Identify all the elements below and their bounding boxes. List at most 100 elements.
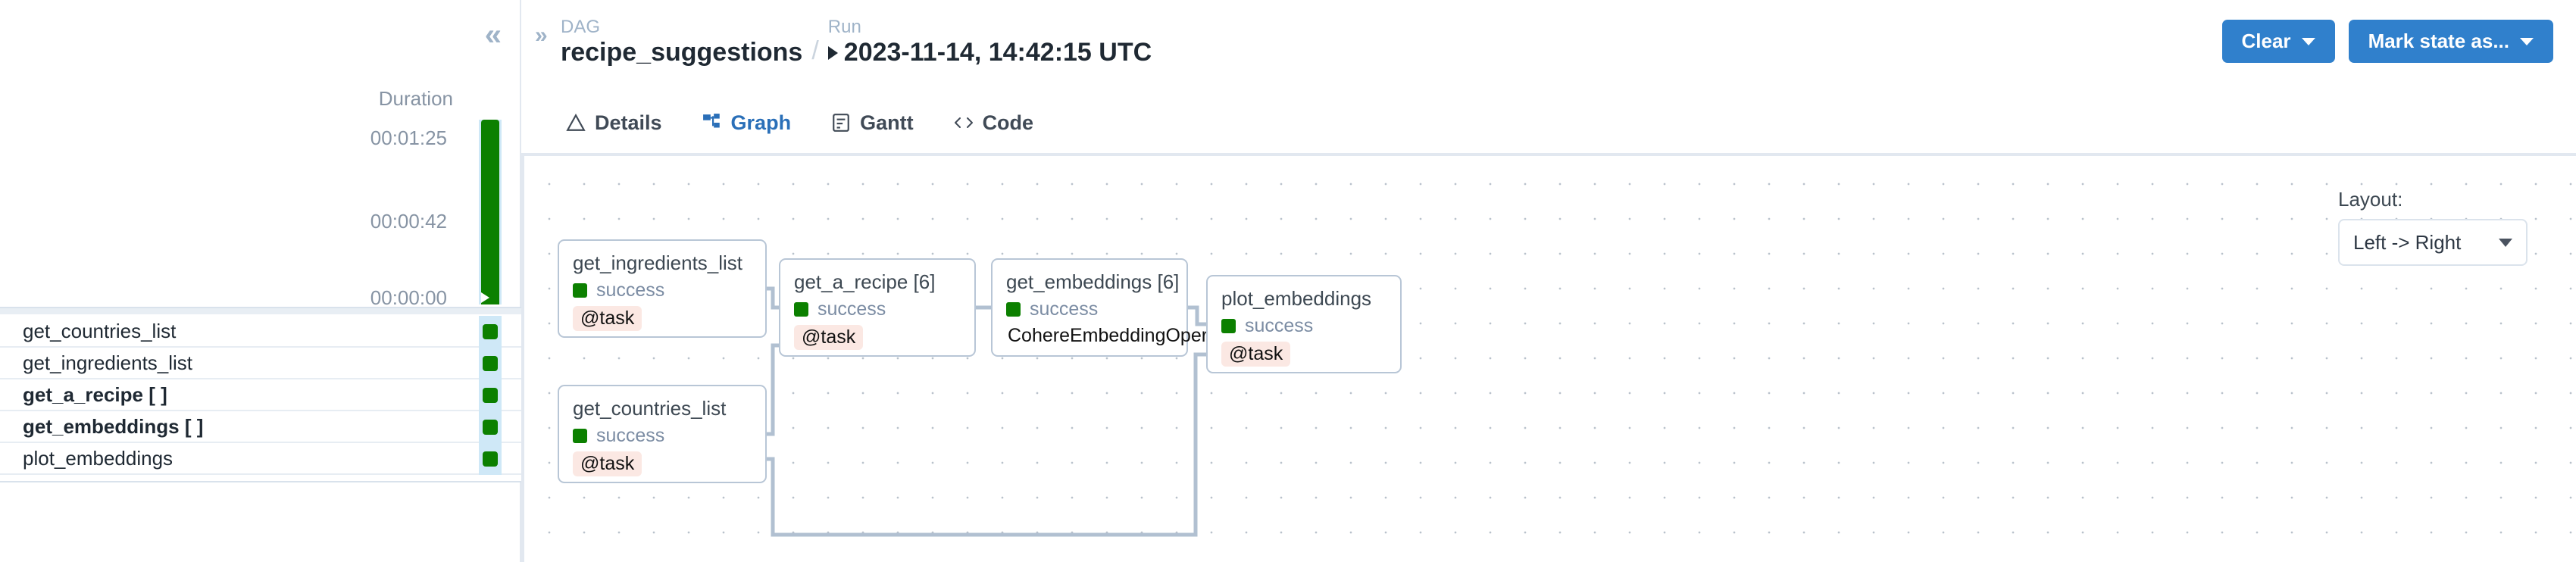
- graph-node-get_a_recipe[interactable]: get_a_recipe [6] success @task: [779, 258, 976, 357]
- gantt-chart-icon: [830, 112, 852, 133]
- graph-node-status-label: success: [596, 425, 665, 446]
- breadcrumb-separator: /: [811, 36, 819, 65]
- status-square-success: [573, 429, 587, 443]
- task-list-item-label: plot_embeddings: [23, 446, 174, 470]
- graph-node-title: plot_embeddings: [1221, 287, 1372, 310]
- graph-node-operator-badge: @task: [573, 306, 642, 331]
- status-square-success: [483, 356, 498, 371]
- task-instance-state-cell[interactable]: [479, 379, 502, 411]
- breadcrumb: DAG recipe_suggestions / Run 2023-11-14,…: [561, 17, 1152, 67]
- duration-header-label: Duration: [378, 87, 453, 110]
- play-triangle-icon: [481, 292, 489, 303]
- chevron-down-icon: [2499, 238, 2512, 247]
- graph-node-status-label: success: [818, 298, 886, 320]
- task-instance-state-cell[interactable]: [479, 411, 502, 443]
- triangle-alert-icon: [565, 112, 586, 133]
- status-square-success: [483, 324, 498, 339]
- status-square-success: [1221, 319, 1236, 333]
- duration-axis-tick: 00:01:25: [370, 126, 447, 149]
- task-instance-state-cell[interactable]: [479, 348, 502, 379]
- tab-graph[interactable]: Graph: [682, 92, 811, 153]
- graph-node-status-label: success: [596, 279, 665, 301]
- graph-node-title: get_countries_list: [573, 397, 727, 420]
- graph-node-operator-badge: @task: [573, 451, 642, 476]
- caret-right-icon: [827, 45, 838, 60]
- layout-select[interactable]: Left -> Right: [2338, 219, 2528, 266]
- breadcrumb-dag[interactable]: DAG recipe_suggestions: [561, 17, 802, 67]
- tab-details-label: Details: [595, 111, 662, 134]
- breadcrumb-run-value: 2023-11-14, 14:42:15 UTC: [843, 37, 1152, 67]
- task-list-item[interactable]: get_a_recipe [ ]: [0, 379, 521, 411]
- graph-node-operator-badge: @task: [1221, 342, 1291, 367]
- task-list-divider: [0, 307, 521, 316]
- breadcrumb-run-kicker: Run: [827, 17, 861, 37]
- duration-bar-fill: [481, 120, 499, 304]
- status-square-success: [573, 283, 587, 298]
- graph-node-status-label: success: [1245, 315, 1314, 336]
- status-square-success: [483, 451, 498, 467]
- caret-down-icon: [2520, 37, 2534, 45]
- task-list-bottom-divider: [0, 475, 521, 482]
- status-square-success: [483, 388, 498, 403]
- mark-state-as-button[interactable]: Mark state as...: [2348, 20, 2553, 63]
- graph-node-status: success: [794, 298, 961, 320]
- tab-code[interactable]: Code: [933, 92, 1054, 153]
- graph-node-operator-badge: CohereEmbeddingOperator: [1008, 325, 1241, 346]
- graph-node-status-label: success: [1030, 298, 1099, 320]
- header-bar: » DAG recipe_suggestions / Run 2023-11-1…: [521, 0, 2576, 92]
- status-square-success: [794, 302, 808, 317]
- graph-node-title: get_a_recipe [6]: [794, 270, 936, 293]
- duration-axis-tick: 00:00:00: [370, 286, 447, 309]
- task-list-item-label: get_ingredients_list: [23, 351, 193, 374]
- chevron-double-right-icon[interactable]: »: [535, 23, 548, 48]
- graph-nodes-icon: [702, 112, 723, 133]
- tab-bar: Details Graph: [521, 92, 2576, 153]
- status-square-success: [1006, 302, 1021, 317]
- tab-gantt[interactable]: Gantt: [811, 92, 933, 153]
- task-list-item-label: get_embeddings [ ]: [23, 414, 204, 438]
- task-list-item[interactable]: get_embeddings [ ]: [0, 411, 521, 443]
- layout-select-value: Left -> Right: [2353, 230, 2462, 254]
- tab-code-label: Code: [982, 111, 1034, 134]
- breadcrumb-run[interactable]: Run 2023-11-14, 14:42:15 UTC: [827, 17, 1152, 67]
- main-panel: » DAG recipe_suggestions / Run 2023-11-1…: [521, 0, 2576, 562]
- chevron-double-left-icon[interactable]: «: [484, 18, 502, 52]
- task-list-item-label: get_countries_list: [23, 319, 177, 342]
- header-actions: Clear Mark state as...: [2221, 20, 2553, 63]
- mark-state-as-button-label: Mark state as...: [2368, 30, 2509, 52]
- status-square-success: [483, 420, 498, 435]
- graph-node-status: success: [1006, 298, 1173, 320]
- tab-details[interactable]: Details: [546, 92, 682, 153]
- canvas-left-border: [521, 156, 524, 562]
- task-instance-state-cell[interactable]: [479, 316, 502, 348]
- graph-node-title: get_ingredients_list: [573, 251, 743, 274]
- breadcrumb-dag-kicker: DAG: [561, 17, 601, 37]
- task-list-item[interactable]: get_ingredients_list: [0, 348, 521, 379]
- caret-down-icon: [2301, 37, 2315, 45]
- graph-node-status: success: [1221, 315, 1386, 337]
- graph-node-status: success: [573, 279, 752, 301]
- task-list-item[interactable]: get_countries_list: [0, 316, 521, 348]
- duration-axis-tick: 00:00:42: [370, 210, 447, 233]
- task-list-item[interactable]: plot_embeddings: [0, 443, 521, 475]
- dag-run-duration-bar[interactable]: [479, 120, 502, 304]
- task-instance-state-cell[interactable]: [479, 443, 502, 475]
- tab-gantt-label: Gantt: [860, 111, 914, 134]
- graph-node-operator-badge: @task: [794, 325, 864, 350]
- clear-button[interactable]: Clear: [2221, 20, 2335, 63]
- graph-node-title: get_embeddings [6]: [1006, 270, 1180, 293]
- layout-control: Layout: Left -> Right: [2338, 188, 2528, 266]
- layout-label: Layout:: [2338, 188, 2403, 211]
- clear-button-label: Clear: [2241, 30, 2291, 52]
- angle-brackets-icon: [953, 112, 974, 133]
- graph-node-status: success: [573, 425, 752, 447]
- tab-graph-label: Graph: [730, 111, 792, 134]
- graph-edges: [767, 286, 1206, 537]
